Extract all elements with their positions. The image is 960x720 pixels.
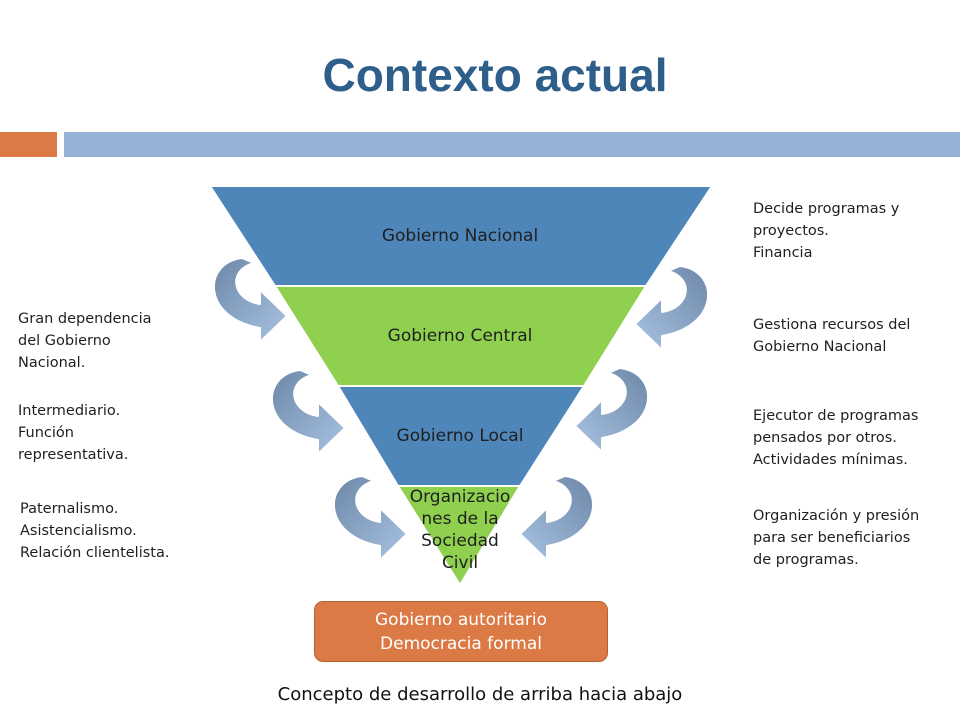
right-note-1: Decide programas y proyectos. Financia: [753, 201, 900, 261]
regime-box: Gobierno autoritario Democracia formal: [314, 601, 608, 662]
layer-label-gobierno-nacional: Gobierno Nacional: [381, 226, 539, 246]
page-title: Contexto actual: [322, 49, 668, 101]
left-note-2: Intermediario. Función representativa.: [18, 403, 129, 463]
right-note-3: Ejecutor de programas pensados por otros…: [753, 408, 919, 468]
layer-label-gobierno-local: Gobierno Local: [396, 426, 524, 446]
left-note-1: Gran dependencia del Gobierno Nacional.: [18, 311, 152, 371]
right-arrow-3: [519, 475, 595, 561]
layer-label-sociedad-civil: Organizacio nes de la Sociedad Civil: [409, 487, 511, 573]
layer-label-gobierno-central: Gobierno Central: [387, 326, 533, 346]
title-accent-bar-blue: [64, 132, 960, 157]
layer-sociedad-civil: [396, 485, 522, 587]
regime-box-line-1: Gobierno autoritario: [375, 610, 547, 630]
left-note-3: Paternalismo. Asistencialismo. Relación …: [20, 501, 170, 561]
title-accent-bar-orange: [0, 132, 57, 157]
right-note-2: Gestiona recursos del Gobierno Nacional: [753, 317, 911, 355]
diagram-caption: Concepto de desarrollo de arriba hacia a…: [277, 684, 683, 705]
regime-box-line-2: Democracia formal: [380, 634, 542, 654]
right-note-4: Organización y presión para ser benefici…: [753, 508, 920, 568]
